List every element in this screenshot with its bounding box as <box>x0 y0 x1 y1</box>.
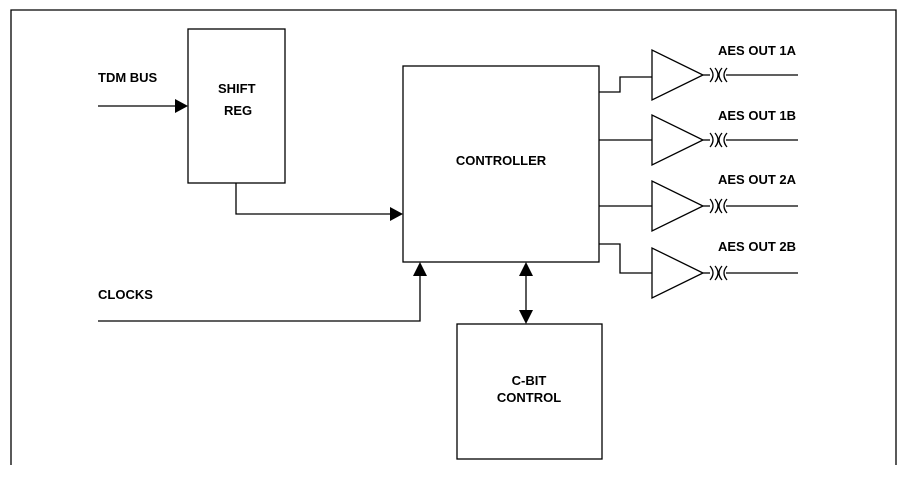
out-1b-driver <box>651 113 705 167</box>
cbit-bus-arrow-up <box>519 262 533 276</box>
out-1a-driver <box>651 48 705 102</box>
cbit-control-label-line2: CONTROL <box>497 390 561 405</box>
out-2a-driver <box>651 179 705 233</box>
shift-to-controller-line <box>235 183 390 215</box>
cbit-bus-arrow-down <box>519 310 533 324</box>
out-1a-transformer <box>709 67 728 83</box>
out-1b-transformer <box>709 132 728 148</box>
tdm-bus-arrow <box>175 99 188 113</box>
out-1a-label: AES OUT 1A <box>718 43 797 58</box>
shift-reg-label-line2: REG <box>224 103 252 118</box>
cbit-control-label-line1: C-BIT <box>512 373 547 388</box>
out-2a-transformer <box>709 198 728 214</box>
cbit-control-block <box>456 323 603 460</box>
shift-reg-block <box>187 28 286 184</box>
clocks-label: CLOCKS <box>98 287 153 302</box>
out-2b-label: AES OUT 2B <box>718 239 796 254</box>
clocks-line <box>98 276 421 322</box>
out-2b-transformer <box>709 265 728 281</box>
tdm-bus-label: TDM BUS <box>98 70 158 85</box>
out-1a-wire <box>599 76 652 93</box>
out-2b-wire <box>599 243 652 274</box>
clocks-arrow <box>413 262 427 276</box>
diagram-frame <box>10 9 897 465</box>
shift-reg-label-line1: SHIFT <box>218 81 256 96</box>
controller-block <box>402 65 600 263</box>
out-2b-driver <box>651 246 705 300</box>
out-1b-label: AES OUT 1B <box>718 108 796 123</box>
out-2a-label: AES OUT 2A <box>718 172 797 187</box>
controller-label: CONTROLLER <box>456 153 547 168</box>
shift-to-controller-arrow <box>390 207 403 221</box>
